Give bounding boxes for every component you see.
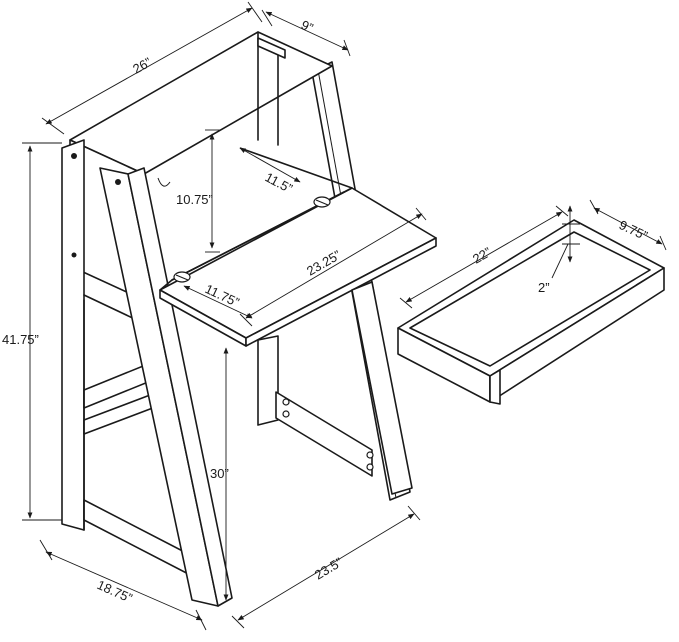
bolt-icon (282, 410, 290, 418)
label-base-depth: 18.75” (95, 577, 135, 606)
bolt-icon (282, 398, 290, 406)
dimension-lines (22, 1, 667, 631)
drawer-tray (397, 219, 665, 405)
label-top-depth: 9” (299, 17, 316, 35)
label-tray-width: 9.75” (617, 217, 650, 243)
bolt-icon (366, 451, 374, 459)
front-left-leg (99, 167, 233, 607)
cabinet-handle-icon (157, 177, 171, 187)
bolt-icon (366, 463, 374, 471)
label-desk-height: 30” (210, 466, 229, 481)
label-tray-height: 2” (538, 280, 550, 295)
desk-surface (159, 147, 437, 347)
desk-illustration (61, 31, 437, 607)
right-base-frame (257, 335, 374, 477)
label-total-height: 41.75” (2, 332, 39, 347)
label-hinge-upper: 11.5” (263, 169, 295, 196)
label-top-width: 26” (130, 54, 154, 76)
label-shelf-gap: 10.75” (176, 192, 213, 207)
